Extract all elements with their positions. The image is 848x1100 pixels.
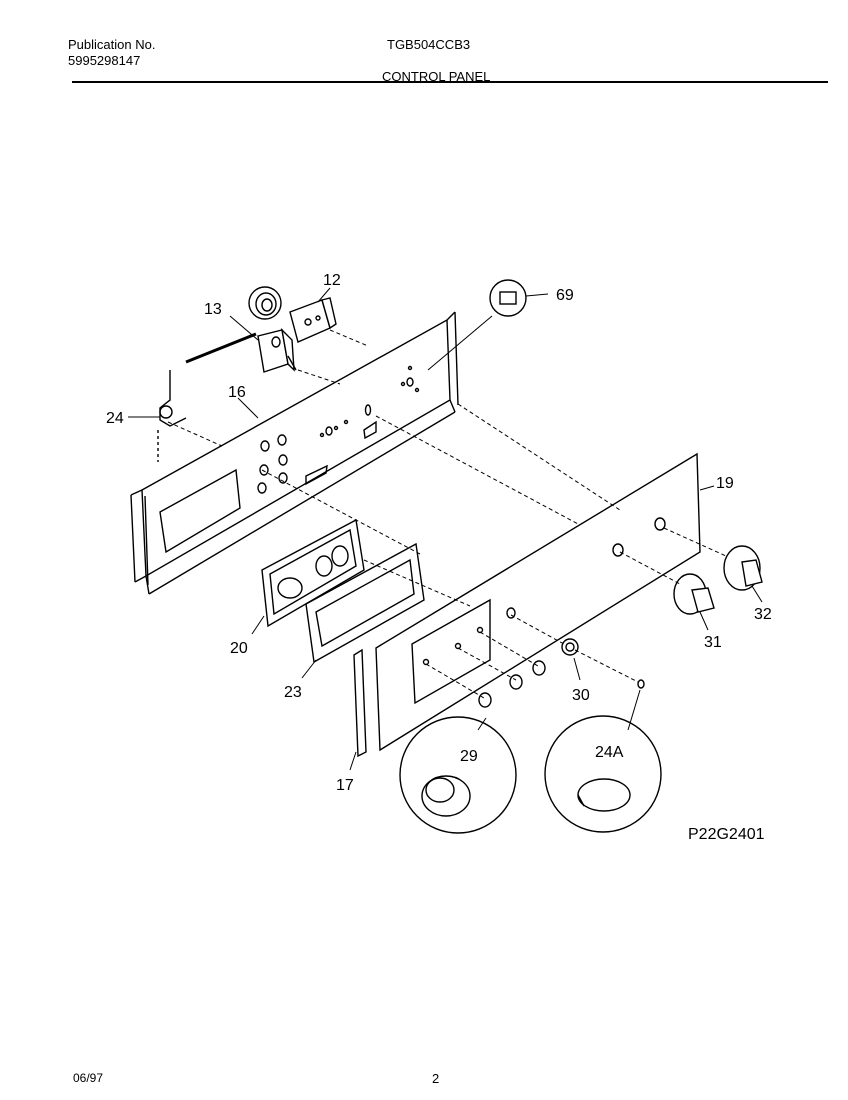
callout-20: 20 xyxy=(230,640,248,657)
display-frame-part-23 xyxy=(305,542,425,664)
button-caps xyxy=(478,660,546,708)
switch-part-12 xyxy=(289,297,337,343)
detail-circle-24a xyxy=(544,715,662,833)
callout-24: 24 xyxy=(106,410,124,427)
publication-number: 5995298147 xyxy=(68,53,141,68)
page-number: 2 xyxy=(432,1071,440,1086)
callout-23: 23 xyxy=(284,684,302,701)
callout-29: 29 xyxy=(460,748,478,765)
header-rule xyxy=(72,81,828,83)
callout-17: 17 xyxy=(336,777,354,794)
trim-strip-part-17 xyxy=(353,648,367,758)
section-title: CONTROL PANEL xyxy=(382,69,491,84)
callout-30: 30 xyxy=(572,687,590,704)
pin-24a xyxy=(637,679,645,689)
callout-69: 69 xyxy=(556,287,574,304)
detail-circle-29 xyxy=(399,716,517,834)
screw-part-69 xyxy=(489,279,527,317)
footer-date: 06/97 xyxy=(73,1071,104,1085)
igniter-part-24 xyxy=(157,370,187,462)
callout-13: 13 xyxy=(204,301,222,318)
overlay-panel-part-19 xyxy=(375,452,701,752)
figure-code: P22G2401 xyxy=(688,826,765,843)
callout-31: 31 xyxy=(704,634,722,651)
callout-16: 16 xyxy=(228,384,246,401)
knob-part-31 xyxy=(673,573,715,615)
callout-32: 32 xyxy=(754,606,772,623)
model-number: TGB504CCB3 xyxy=(387,37,471,52)
knob-part-32 xyxy=(723,545,763,591)
control-panel-back-part-16 xyxy=(130,311,459,595)
callout-19: 19 xyxy=(716,475,734,492)
callout-12: 12 xyxy=(323,272,341,289)
indicator-part-30 xyxy=(561,638,579,656)
callout-24a: 24A xyxy=(595,744,624,761)
display-lens-part-20 xyxy=(261,518,365,628)
publication-label: Publication No. xyxy=(68,37,156,52)
thermostat-part-13 xyxy=(185,286,297,373)
